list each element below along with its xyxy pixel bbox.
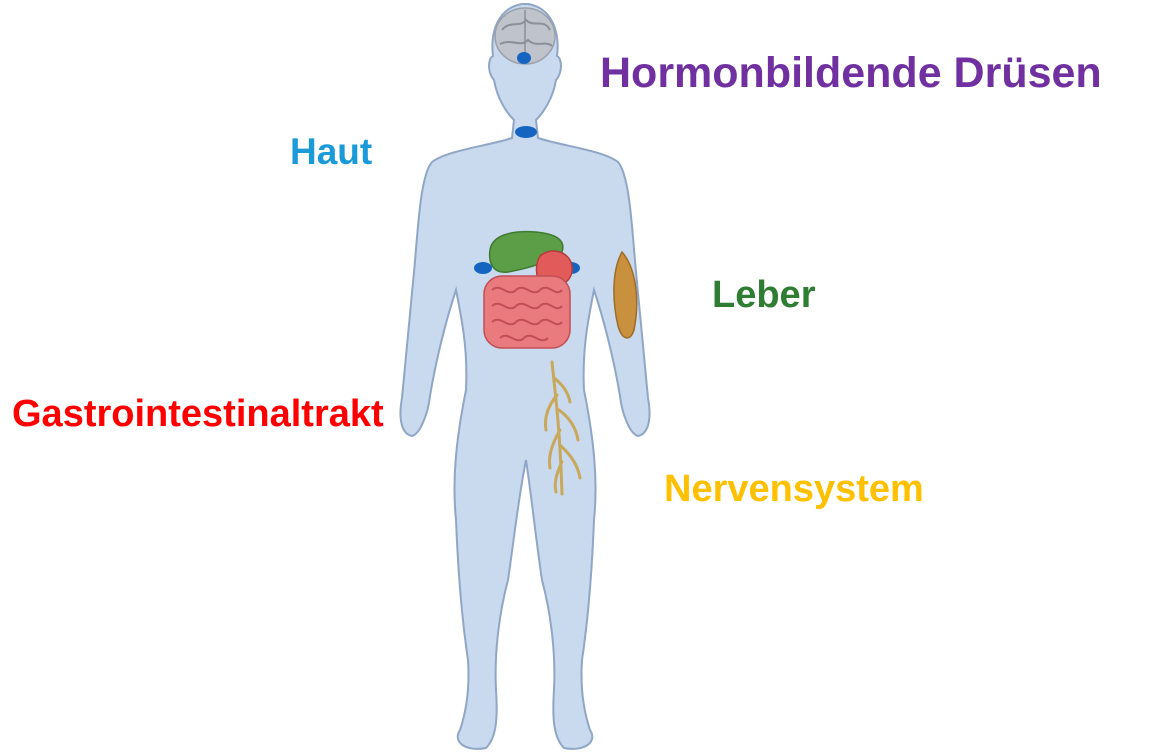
thyroid-marker bbox=[515, 126, 537, 138]
pituitary-marker bbox=[517, 52, 531, 64]
label-hormonbildende-druesen: Hormonbildende Drüsen bbox=[600, 52, 1102, 95]
adrenal-left-marker bbox=[474, 262, 492, 274]
label-leber: Leber bbox=[712, 276, 815, 314]
label-nervensystem: Nervensystem bbox=[664, 470, 924, 508]
label-gastrointestinaltrakt: Gastrointestinaltrakt bbox=[12, 395, 384, 433]
intestine-icon bbox=[484, 276, 570, 348]
label-haut: Haut bbox=[290, 133, 372, 170]
human-body-figure bbox=[400, 4, 649, 749]
